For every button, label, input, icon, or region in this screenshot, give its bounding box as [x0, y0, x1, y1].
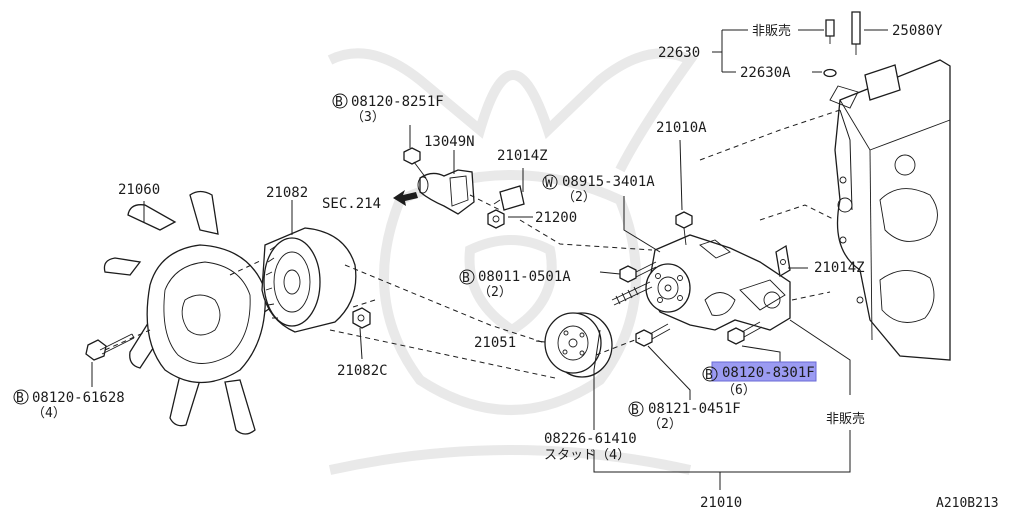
label-gasket-right: 21014Z: [814, 260, 865, 276]
sec-arrow: [393, 190, 418, 206]
bolt-type-b-icon: B: [705, 368, 713, 383]
label-bolt-highlight-qty: （6）: [722, 383, 756, 398]
label-pulley: 21051: [474, 335, 516, 351]
watermark-crest: [327, 48, 698, 475]
cooling-fan: [103, 190, 289, 435]
label-gasket: 21014Z: [497, 148, 548, 164]
label-fan-bolt: 08120-61628: [32, 390, 125, 406]
label-bolt-lower: 08121-0451F: [648, 401, 741, 417]
label-bolt-lower-qty: （2）: [648, 417, 682, 432]
label-sender-group: 22630: [658, 45, 700, 61]
pump-bolt-washer: [619, 261, 657, 283]
pump-gasket-right: [775, 244, 791, 278]
pulley: [544, 312, 613, 378]
label-sensor: 21200: [535, 210, 577, 226]
pump-upper-bolt: [675, 211, 693, 246]
bolt-type-b-icon: B: [462, 271, 470, 286]
label-fan: 21060: [118, 182, 160, 198]
label-not-for-sale-bottom: 非販売: [826, 411, 865, 427]
pump-studs: [611, 281, 653, 306]
label-fan-bolt-qty: （4）: [32, 406, 66, 421]
label-bolt-highlight: 08120-8301F: [722, 365, 815, 381]
label-pump-stud-bolt: 21010A: [656, 120, 707, 136]
label-washer-bolt-qty: （2）: [562, 190, 596, 205]
washer-type-w-icon: W: [545, 176, 553, 191]
fan-bolt: [85, 333, 135, 361]
label-fan-coupling: 21082: [266, 185, 308, 201]
callouts: 21060 B 08120-61628 （4） 21082 21082C B 0…: [13, 23, 999, 511]
fan-coupling: [261, 227, 357, 333]
coupling-nut: [352, 307, 371, 329]
label-washer-bolt: 08915-3401A: [562, 174, 655, 190]
water-outlet: [417, 169, 475, 215]
thermostat-gasket: [493, 185, 525, 211]
label-outlet-bolt: 08120-8251F: [351, 94, 444, 110]
label-stud-note: スタッド（4）: [544, 448, 630, 463]
pump-housing-bolt: [727, 321, 763, 345]
leader-lines: [91, 29, 888, 490]
label-outlet: 13049N: [424, 134, 475, 150]
bolt-type-b-icon: B: [16, 391, 24, 406]
assembly-dashed-lines: [104, 109, 841, 379]
temperature-sensor: [487, 209, 505, 229]
pump-lower-bolt: [635, 323, 671, 347]
label-outlet-bolt-qty: （3）: [351, 110, 385, 125]
label-sender-a: 22630A: [740, 65, 791, 81]
label-pump-bolt-qty: （2）: [478, 285, 512, 300]
label-pump-assy: 21010: [700, 495, 742, 511]
label-stud: 08226-61410: [544, 431, 637, 447]
bolt-type-b-icon: B: [335, 95, 343, 110]
label-not-for-sale-top: 非販売: [752, 23, 791, 39]
label-nut: 21082C: [337, 363, 388, 379]
diagram-code: A210B213: [936, 496, 999, 511]
bolt-type-b-icon: B: [631, 403, 639, 418]
label-sensor-top: 25080Y: [892, 23, 943, 39]
outlet-bolt: [403, 147, 427, 179]
water-pump: [645, 234, 791, 331]
label-pump-bolt: 08011-0501A: [478, 269, 571, 285]
label-sec-ref: SEC.214: [322, 196, 381, 212]
engine-block: [829, 59, 951, 361]
highlight-box: [711, 361, 817, 382]
sender-parts: [823, 11, 861, 78]
